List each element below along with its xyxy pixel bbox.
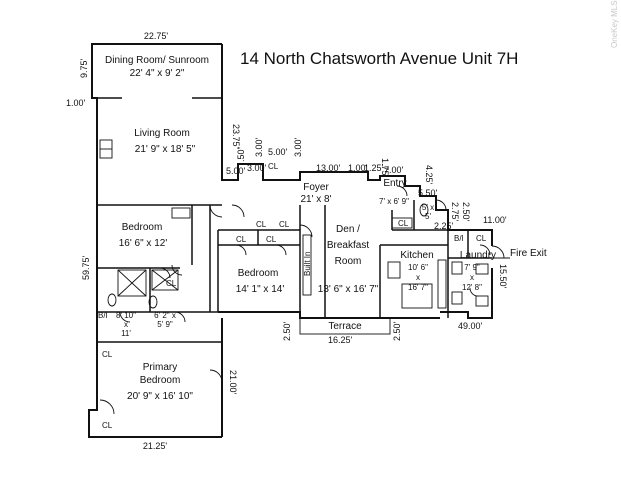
dim-7-0: 7.00' — [384, 165, 404, 175]
kitchen-bath-size-line1: 5' x — [422, 203, 434, 212]
bath2-size-line2: 5' 9" — [157, 320, 173, 329]
living-room-size: 21' 9" x 18' 5" — [135, 144, 196, 155]
closet-label: CL — [236, 235, 247, 244]
dim-1-25: 1.25' — [364, 163, 384, 173]
dim-living-right: 23.75' — [231, 124, 241, 149]
dim-3-0-a: 3.00' — [254, 137, 264, 157]
fixtures — [99, 139, 489, 335]
closet-label: CL — [279, 220, 290, 229]
den-label-line1: Den / — [336, 224, 360, 235]
dim-terrace-right: 2.50' — [392, 321, 402, 341]
living-room-label: Living Room — [134, 128, 190, 139]
room-labels: Dining Room/ Sunroom 22' 4" x 9' 2" Livi… — [105, 55, 547, 402]
primary-bedroom-size: 20' 9" x 16' 10" — [127, 391, 193, 402]
bedroom2-size: 14' 1" x 14' — [236, 284, 285, 295]
entry-size: 7' x 6' 9" — [379, 197, 409, 206]
dim-bottom-left: 21.25' — [143, 441, 168, 451]
dim-11-0: 11.00' — [483, 215, 507, 225]
dim-2-25: 2.25' — [434, 221, 454, 231]
bath1-size-line2: x — [124, 320, 128, 329]
den-size: 13' 6" x 16' 7" — [318, 284, 379, 295]
pantry-size-line2: x — [470, 273, 474, 282]
dim-2-5: 2.50' — [461, 202, 471, 222]
dim-primary-right: 21.00' — [228, 370, 238, 395]
closet-label: CL — [476, 234, 487, 243]
kitchen-size-line3: 16' 7" — [408, 283, 428, 292]
dim-left-side: 59.75' — [81, 255, 91, 280]
dim-foyer-top: 13.00' — [316, 163, 341, 173]
dim-terrace-width: 16.25' — [328, 335, 353, 345]
pantry-size-line1: 7' 9" — [464, 263, 480, 272]
dim-0-5: .50' — [236, 147, 246, 162]
fire-exit-label: Fire Exit — [510, 248, 547, 259]
page-title: 14 North Chatsworth Avenue Unit 7H — [240, 49, 518, 68]
closet-label: CL — [102, 421, 113, 430]
kitchen-label: Kitchen — [400, 250, 433, 261]
dim-15-5: 15.50' — [498, 264, 508, 289]
dim-3-0-b: 3.00' — [293, 137, 303, 157]
bath1-size-line3: 11' — [121, 329, 131, 338]
dim-left-step: 1.00' — [66, 98, 86, 108]
dim-terrace-left: 2.50' — [282, 321, 292, 341]
terrace-label: Terrace — [328, 321, 362, 332]
closet-label: CL — [398, 219, 409, 228]
bedroom1-label: Bedroom — [122, 222, 163, 233]
den-label-line3: Room — [335, 256, 362, 267]
dim-5-5: 5.50' — [418, 188, 438, 198]
kitchen-size-line1: 10' 6" — [408, 263, 428, 272]
dimension-labels: 22.75' 9.75' 1.00' 23.75' .50' 3.00' 5.0… — [66, 31, 508, 451]
bedroom1-size: 16' 6" x 12' — [119, 238, 168, 249]
pantry-size-line3: 12' 8" — [462, 283, 482, 292]
foyer-label: Foyer — [303, 182, 329, 193]
kitchen-bath-size-line2: 5' — [425, 212, 431, 221]
built-in-label: B/I — [98, 311, 108, 320]
dim-top-width: 22.75' — [144, 31, 169, 41]
closet-labels: CL CL CL CL CL CL CL CL CL CL B/I B/I — [98, 162, 487, 430]
dim-dining-left: 9.75' — [79, 58, 89, 78]
dim-2-75: 2.75' — [450, 202, 460, 222]
dim-bottom-right: 49.00' — [458, 321, 483, 331]
closet-label: CL — [256, 220, 267, 229]
dim-1-0: 1.00' — [348, 163, 368, 173]
entry-label: Entry — [383, 178, 406, 189]
closet-label: CL — [266, 235, 277, 244]
bath1-size-line1: 8' 10" — [116, 311, 136, 320]
foyer-size: 21' x 8' — [300, 194, 331, 205]
closet-label: CL — [102, 350, 113, 359]
watermark: OneKey MLS — [610, 0, 619, 48]
closet-label: CL — [166, 279, 177, 288]
dining-room-size: 22' 4" x 9' 2" — [130, 68, 185, 79]
primary-bedroom-label-line2: Bedroom — [140, 375, 181, 386]
bath2-size-line1: 6' 2" x — [154, 311, 176, 320]
primary-bedroom-label-line1: Primary — [143, 362, 177, 373]
built-in-label: B/I — [454, 234, 464, 243]
laundry-label: Laundry — [460, 250, 496, 261]
dim-4-25: 4.25' — [424, 165, 434, 185]
dim-5-0-b: 5.00' — [226, 166, 246, 176]
bedroom2-label: Bedroom — [238, 268, 279, 279]
dim-5-0-a: 5.00' — [268, 147, 288, 157]
built-in-label: Built In — [303, 252, 312, 276]
den-label-line2: Breakfast — [327, 240, 369, 251]
kitchen-size-line2: x — [416, 273, 420, 282]
dining-room-label: Dining Room/ Sunroom — [105, 55, 209, 66]
dim-1-75: 1.75' — [380, 158, 390, 178]
closet-label: CL — [268, 162, 279, 171]
dim-3-0-c: 3.00' — [247, 163, 267, 173]
